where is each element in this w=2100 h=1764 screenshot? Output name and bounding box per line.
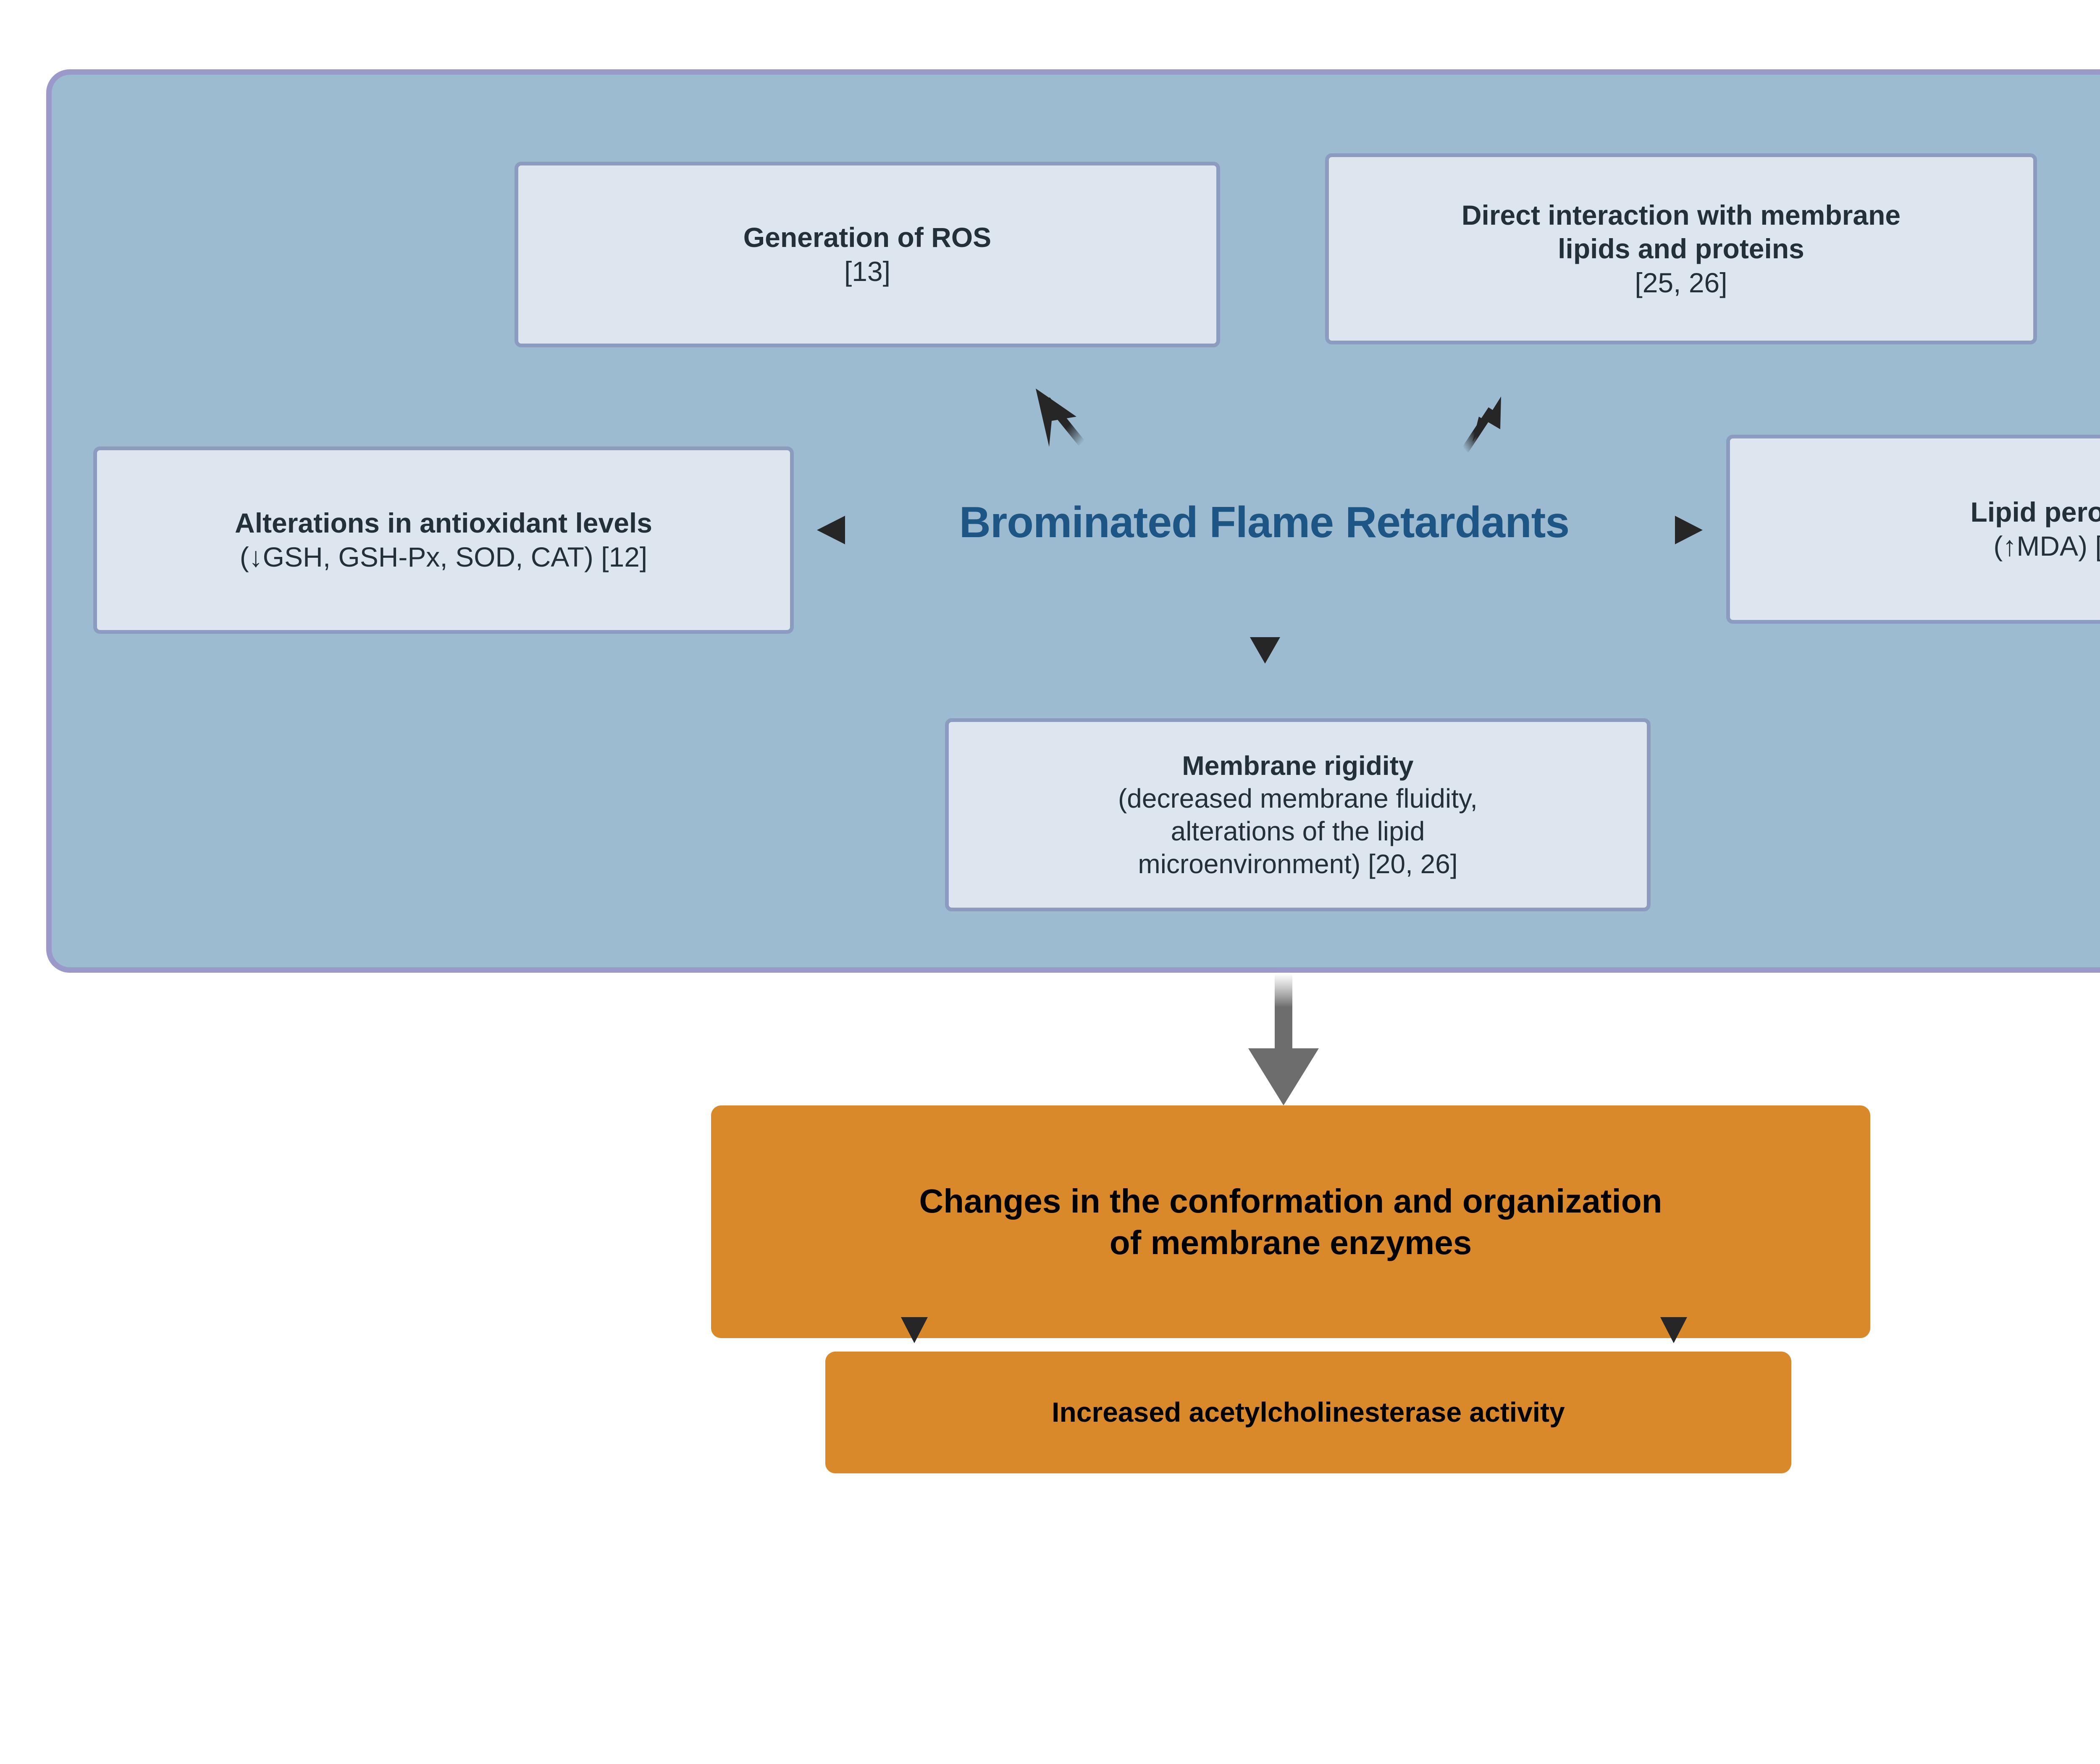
node-direct-line3: [25, 26] bbox=[1635, 267, 1727, 298]
node-direct-interaction[interactable]: Direct interaction with membrane lipids … bbox=[1325, 153, 2037, 344]
node-membrane-rigidity[interactable]: Membrane rigidity (decreased membrane fl… bbox=[945, 718, 1651, 911]
node-ros-line1: Generation of ROS bbox=[743, 222, 992, 253]
outcome-conformation-line2: of membrane enzymes bbox=[1109, 1224, 1472, 1261]
outcome-increased-ache-activity[interactable]: Increased acetylcholinesterase activity bbox=[825, 1352, 1791, 1473]
node-generation-of-ros[interactable]: Generation of ROS [13] bbox=[514, 162, 1220, 347]
outcome-conformation-changes[interactable]: Changes in the conformation and organiza… bbox=[711, 1105, 1870, 1338]
node-rigidity-line4: microenvironment) [20, 26] bbox=[1138, 849, 1458, 879]
node-ros-line2: [13] bbox=[844, 256, 891, 287]
node-direct-line2: lipids and proteins bbox=[1558, 233, 1804, 265]
arrow-panel-to-conformation-icon bbox=[1248, 974, 1319, 1105]
node-rigidity-line3: alterations of the lipid bbox=[1171, 816, 1425, 846]
diagram-title: Brominated Flame Retardants bbox=[959, 498, 1570, 547]
node-alterations-in-antioxidant-levels[interactable]: Alterations in antioxidant levels (↓GSH,… bbox=[93, 446, 794, 634]
outcome-conformation-line1: Changes in the conformation and organiza… bbox=[919, 1182, 1662, 1220]
node-antiox-line2: (↓GSH, GSH-Px, SOD, CAT) [12] bbox=[239, 541, 648, 572]
node-lipid-line1: Lipid peroxidation bbox=[1970, 496, 2100, 528]
node-lipid-line2: (↑MDA) [20, 26] bbox=[1993, 530, 2100, 562]
node-lipid-peroxidation[interactable]: Lipid peroxidation (↑MDA) [20, 26] bbox=[1726, 435, 2100, 624]
outcome-ache-line1: Increased acetylcholinesterase activity bbox=[1052, 1396, 1565, 1428]
node-direct-line1: Direct interaction with membrane bbox=[1461, 199, 1901, 231]
node-rigidity-line1: Membrane rigidity bbox=[1182, 750, 1414, 781]
node-rigidity-line2: (decreased membrane fluidity, bbox=[1118, 783, 1478, 814]
node-antiox-line1: Alterations in antioxidant levels bbox=[235, 507, 652, 539]
